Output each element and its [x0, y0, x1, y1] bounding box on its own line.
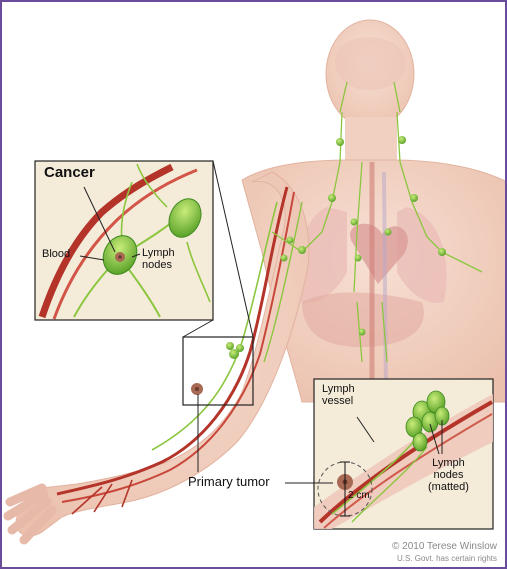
- label-lymph-nodes-matted: Lymph nodes (matted): [428, 458, 469, 494]
- credit-line-2: U.S. Govt. has certain rights: [397, 555, 497, 564]
- label-primary-tumor: Primary tumor: [188, 475, 270, 489]
- neck: [345, 117, 397, 162]
- inset-cancer-lymph: [35, 161, 213, 320]
- label-measure: 2 cm: [348, 491, 370, 502]
- label-blood: Blood: [42, 249, 70, 261]
- label-cancer: Cancer: [44, 165, 95, 181]
- label-lymph-nodes-inset: Lymph nodes: [142, 248, 175, 272]
- label-lymph-vessel: Lymph vessel: [322, 384, 355, 408]
- credit-line-1: © 2010 Terese Winslow: [392, 542, 497, 553]
